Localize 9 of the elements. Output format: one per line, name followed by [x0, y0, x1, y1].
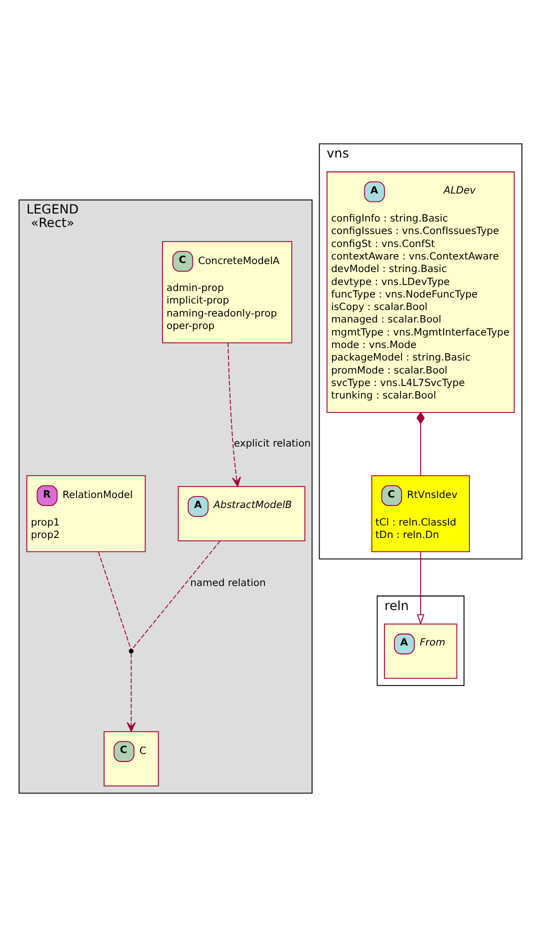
connector — [416, 412, 425, 476]
edge-label: named relation — [190, 578, 266, 589]
connector — [98, 552, 132, 650]
arrow — [416, 552, 424, 626]
arrow — [126, 652, 136, 732]
arrow — [228, 342, 241, 487]
connector — [132, 540, 220, 650]
node-circle — [128, 648, 134, 654]
edge-label: explicit relation — [234, 438, 311, 450]
